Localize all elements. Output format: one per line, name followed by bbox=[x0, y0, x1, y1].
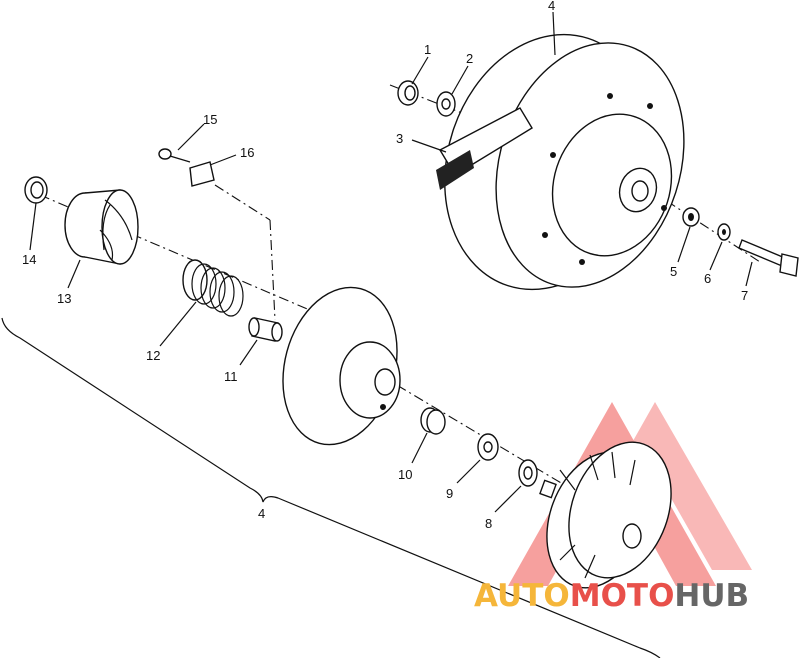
callout-9: 9 bbox=[446, 486, 453, 501]
part-5-washer bbox=[682, 207, 700, 227]
callout-13: 13 bbox=[57, 291, 71, 306]
part-13-cam bbox=[64, 189, 139, 265]
watermark-part2: MOTO bbox=[570, 578, 675, 614]
part-14-snap-ring bbox=[24, 176, 48, 204]
part-1-bushing bbox=[397, 80, 419, 106]
callout-5: 5 bbox=[670, 264, 677, 279]
part-8-washer bbox=[518, 459, 538, 487]
part-7-bolt bbox=[738, 239, 799, 277]
part-2-washer bbox=[436, 91, 456, 117]
leader-lines bbox=[29, 11, 753, 513]
callout-14: 14 bbox=[22, 252, 36, 267]
watermark-part3: HUB bbox=[674, 578, 749, 614]
part-16-button bbox=[189, 161, 215, 187]
callout-1: 1 bbox=[424, 42, 431, 57]
assembly-bracket bbox=[1, 317, 661, 658]
svg-text:AUTOMOTOHUB: AUTOMOTOHUB bbox=[474, 578, 749, 614]
part-15-pin bbox=[158, 148, 191, 163]
callout-10: 10 bbox=[398, 467, 412, 482]
callout-4-bracket: 4 bbox=[258, 506, 265, 521]
part-12-spring bbox=[182, 259, 244, 317]
drive-belt bbox=[436, 107, 533, 190]
callout-6: 6 bbox=[704, 271, 711, 286]
part-6-washer bbox=[717, 223, 731, 241]
movable-sheave bbox=[282, 286, 401, 446]
callout-4-top: 4 bbox=[548, 0, 555, 13]
callout-8: 8 bbox=[485, 516, 492, 531]
helix-cover bbox=[539, 441, 672, 589]
watermark-logo: AUTOMOTOHUB bbox=[474, 578, 749, 614]
callout-15: 15 bbox=[203, 112, 217, 127]
part-10-bushing bbox=[420, 407, 446, 435]
callout-3: 3 bbox=[396, 131, 403, 146]
callout-labels: 1 2 3 4 5 6 7 8 9 10 11 12 13 14 15 16 4 bbox=[22, 0, 748, 531]
part-11-bushing bbox=[248, 317, 283, 342]
callout-11: 11 bbox=[224, 369, 238, 384]
callout-16: 16 bbox=[240, 145, 254, 160]
watermark-part1: AUTO bbox=[474, 578, 570, 614]
callout-2: 2 bbox=[466, 51, 473, 66]
callout-7: 7 bbox=[741, 288, 748, 303]
callout-12: 12 bbox=[146, 348, 160, 363]
part-9-washer bbox=[477, 433, 499, 461]
driven-clutch-fixed-sheave bbox=[444, 33, 685, 291]
